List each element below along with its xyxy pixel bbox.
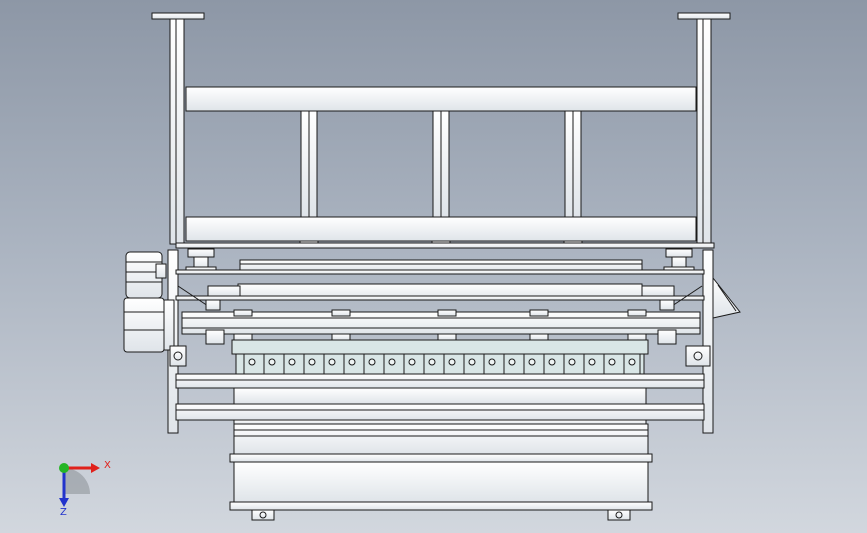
z-axis-label: Z (60, 507, 67, 518)
bearing-blocks (185, 248, 695, 272)
coordinate-triad-icon: X Z (59, 460, 111, 518)
upper-frame (175, 86, 715, 249)
right-post (677, 12, 731, 245)
upper-beams (175, 259, 705, 311)
brush-roller (231, 339, 649, 378)
end-brackets (169, 345, 711, 367)
lower-frame (175, 373, 705, 425)
x-axis-label: X (104, 460, 111, 471)
main-shaft (181, 309, 701, 345)
left-post (151, 12, 205, 245)
bottom-tank (229, 423, 653, 521)
gear-motor (123, 251, 175, 353)
